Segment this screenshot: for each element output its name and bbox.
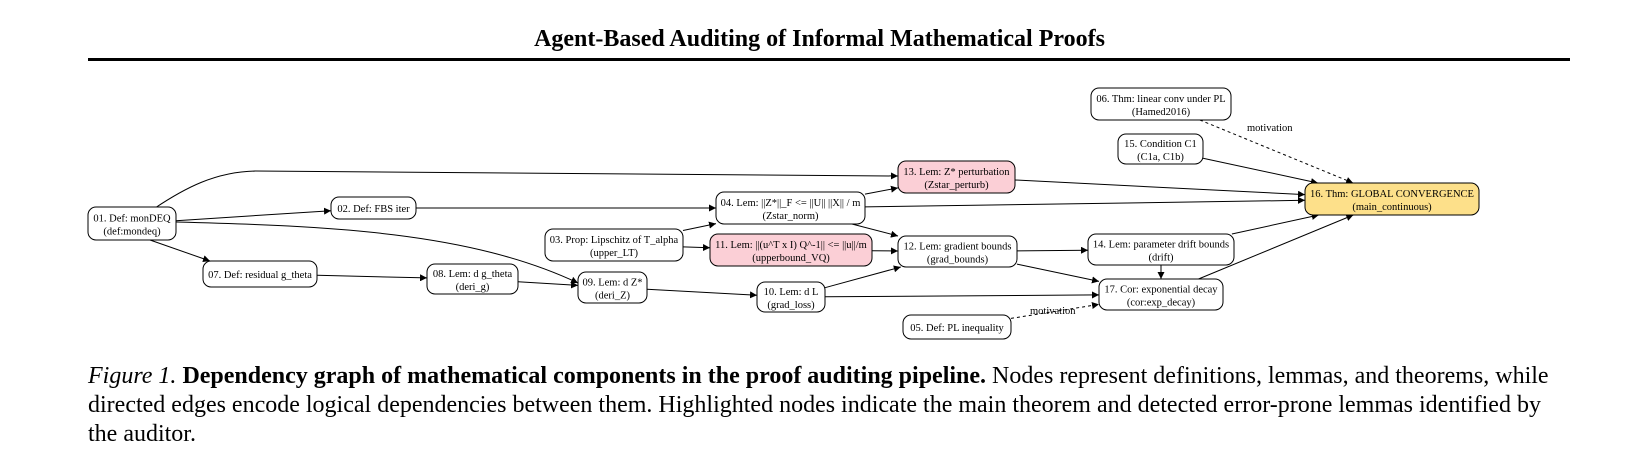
edge-n13-n16 <box>1014 179 1306 198</box>
edge-n04-n13 <box>864 185 899 195</box>
node-sublabel: (Zstar_norm) <box>763 211 819 222</box>
node-n06: 06. Thm: linear conv under PL (Hamed2016) <box>1090 87 1232 121</box>
edge-n12-n17 <box>1016 263 1100 284</box>
node-sublabel: (cor:exp_decay) <box>1127 298 1196 309</box>
node-box <box>1090 87 1232 121</box>
edge-n01-n07 <box>149 239 211 262</box>
edge-n17-n16 <box>1198 214 1354 280</box>
node-n11: 11. Lem: ||(u^T x I) Q^-1|| <= ||u||/m (u… <box>709 233 873 267</box>
node-sublabel: (deri_g) <box>456 282 490 293</box>
node-label: 14. Lem: parameter drift bounds <box>1093 240 1229 251</box>
edge-n07-n08 <box>316 274 428 282</box>
node-box <box>1304 182 1480 216</box>
node-label: 10. Lem: d L <box>764 287 819 298</box>
running-header: Agent-Based Auditing of Informal Mathema… <box>0 26 1639 53</box>
node-box <box>897 160 1016 194</box>
node-sublabel: (Zstar_perturb) <box>924 180 989 191</box>
edges-layer: motivation motivation <box>149 119 1354 319</box>
edge-n03-n11 <box>682 243 711 251</box>
node-label: 06. Thm: linear conv under PL <box>1096 94 1225 105</box>
node-box <box>330 196 417 220</box>
node-n04: 04. Lem: ||Z*||_F <= ||U|| ||X|| / m (Zst… <box>715 191 866 225</box>
node-label: 11. Lem: ||(u^T x I) Q^-1|| <= ||u||/m <box>715 240 867 251</box>
node-box <box>577 271 648 304</box>
node-sublabel: (upperbound_VQ) <box>752 253 830 264</box>
node-box <box>1117 133 1204 165</box>
node-sublabel: (main_continuous) <box>1352 202 1432 213</box>
node-box <box>897 235 1018 268</box>
node-box <box>544 228 684 262</box>
node-box <box>87 206 177 241</box>
edge-n10-n12 <box>824 265 901 289</box>
node-n01: 01. Def: monDEQ (def:mondeq) <box>87 206 177 241</box>
node-label: 05. Def: PL inequality <box>910 323 1004 334</box>
edge-n09-n10 <box>646 288 758 299</box>
node-label: 16. Thm: GLOBAL CONVERGENCE <box>1310 189 1474 200</box>
node-box <box>1098 278 1224 311</box>
edge-n04-n12 <box>851 223 899 238</box>
node-box <box>1087 233 1235 266</box>
node-label: 12. Lem: gradient bounds <box>904 242 1012 253</box>
node-label: 03. Prop: Lipschitz of T_alpha <box>550 235 679 246</box>
node-n08: 08. Lem: d g_theta (deri_g) <box>426 263 519 295</box>
edge-label: motivation <box>1247 123 1293 134</box>
node-sublabel: (drift) <box>1148 253 1174 264</box>
node-n09: 09. Lem: d Z* (deri_Z) <box>577 271 648 304</box>
node-sublabel: (upper_LT) <box>590 248 639 259</box>
node-n10: 10. Lem: d L (grad_loss) <box>756 281 826 313</box>
node-sublabel: (grad_bounds) <box>927 255 989 266</box>
node-label: 04. Lem: ||Z*||_F <= ||U|| ||X|| / m <box>721 198 861 209</box>
edge-n08-n09 <box>517 281 579 289</box>
node-label: 09. Lem: d Z* <box>582 278 642 289</box>
node-box <box>902 314 1012 340</box>
node-label: 07. Def: residual g_theta <box>208 270 312 281</box>
edge-n12-n14 <box>1016 246 1089 254</box>
edge-n01-n13 <box>154 170 899 209</box>
node-sublabel: (C1a, C1b) <box>1137 152 1184 163</box>
node-box <box>426 263 519 295</box>
node-label: 17. Cor: exponential decay <box>1104 285 1218 296</box>
node-n03: 03. Prop: Lipschitz of T_alpha (upper_LT) <box>544 228 684 262</box>
node-n05: 05. Def: PL inequality <box>902 314 1012 340</box>
node-sublabel: (grad_loss) <box>767 300 815 311</box>
node-box <box>715 191 866 225</box>
caption-title: Dependency graph of mathematical compone… <box>182 363 987 389</box>
node-box <box>756 281 826 313</box>
edge-n15-n16 <box>1202 157 1319 185</box>
edge-n03-n04 <box>682 221 717 231</box>
node-n17: 17. Cor: exponential decay (cor:exp_decay… <box>1098 278 1224 311</box>
edge-n01-n02 <box>175 207 332 222</box>
node-label: 08. Lem: d g_theta <box>433 269 513 280</box>
caption-text: Nodes represent definitions, lemmas, and… <box>88 363 1549 447</box>
node-sublabel: (Hamed2016) <box>1132 107 1191 118</box>
node-label: 13. Lem: Z* perturbation <box>903 167 1010 178</box>
node-sublabel: (def:mondeq) <box>103 227 161 238</box>
edge-n05-n17 <box>1010 302 1100 319</box>
figure-caption: Figure 1. Dependency graph of mathematic… <box>88 362 1570 449</box>
node-box <box>709 233 873 267</box>
node-n07: 07. Def: residual g_theta <box>202 260 318 288</box>
edge-n04-n16 <box>864 196 1306 208</box>
header-rule <box>88 58 1570 61</box>
figure-label: Figure 1. <box>88 363 177 389</box>
node-n14: 14. Lem: parameter drift bounds (drift) <box>1087 233 1235 266</box>
node-n16: 16. Thm: GLOBAL CONVERGENCE (main_continu… <box>1304 182 1480 216</box>
node-box <box>202 260 318 288</box>
nodes-layer: 01. Def: monDEQ (def:mondeq) 02. Def: FBS … <box>87 87 1480 340</box>
edge-n10-n17 <box>824 291 1100 299</box>
edge-label: motivation <box>1030 306 1076 317</box>
edge-n14-n16 <box>1231 213 1319 235</box>
node-label: 15. Condition C1 <box>1124 139 1197 150</box>
node-label: 01. Def: monDEQ <box>93 214 171 225</box>
node-n13: 13. Lem: Z* perturbation (Zstar_perturb) <box>897 160 1016 194</box>
node-label: 02. Def: FBS iter <box>337 204 410 215</box>
node-sublabel: (deri_Z) <box>595 291 630 302</box>
edge-n01-n09 <box>175 221 579 284</box>
node-n12: 12. Lem: gradient bounds (grad_bounds) <box>897 235 1018 268</box>
edge-n06-n16 <box>1199 119 1354 184</box>
node-n02: 02. Def: FBS iter <box>330 196 417 220</box>
node-n15: 15. Condition C1 (C1a, C1b) <box>1117 133 1204 165</box>
paper-running-title: Agent-Based Auditing of Informal Mathema… <box>534 26 1105 52</box>
